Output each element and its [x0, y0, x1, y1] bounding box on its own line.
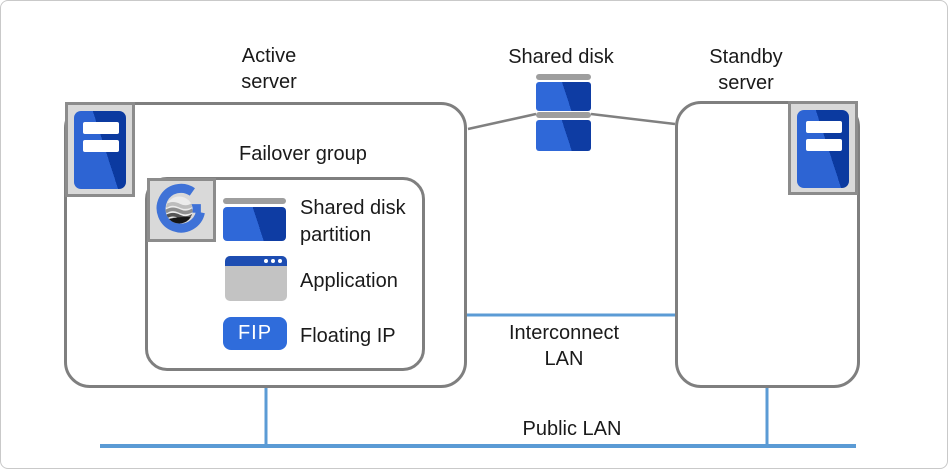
disk-body	[536, 120, 591, 151]
disk-link-left-line	[467, 112, 537, 131]
server-slot-icon	[806, 139, 842, 151]
application-titlebar	[225, 256, 287, 266]
shared-disk-label: Shared disk	[508, 46, 614, 68]
disk-link-right-line	[590, 112, 676, 126]
shared-disk-partition-label: Shared disk partition	[300, 197, 406, 246]
cluster-logo-plate	[147, 178, 216, 242]
public-lan-label: Public LAN	[522, 418, 622, 440]
interconnect-lan-label: Interconnect LAN	[508, 322, 620, 370]
window-dot-icon	[271, 259, 275, 263]
failover-group-label: Failover group	[239, 143, 367, 165]
disk-cap	[536, 74, 591, 80]
server-slot-icon	[83, 140, 119, 152]
server-slot-icon	[806, 121, 842, 133]
active-server-label: Active server	[241, 45, 297, 93]
floating-ip-label: Floating IP	[300, 325, 396, 347]
disk-body	[536, 82, 591, 111]
fip-badge-label: FIP	[237, 322, 273, 344]
disk-unit-icon	[536, 112, 591, 151]
shared-disk-icon	[536, 74, 591, 151]
standby-server-label: Standby server	[709, 46, 783, 94]
application-icon	[225, 256, 287, 301]
server-tower-icon	[797, 110, 849, 188]
server-slot-icon	[83, 122, 119, 134]
disk-cap	[223, 198, 286, 204]
shared-disk-partition-icon	[223, 198, 286, 241]
disk-body	[223, 207, 286, 241]
cluster-logo-icon	[156, 183, 205, 233]
standby-server-icon	[788, 101, 858, 195]
active-server-icon	[65, 102, 135, 197]
window-dot-icon	[278, 259, 282, 263]
server-tower-icon	[74, 111, 126, 189]
application-label: Application	[300, 270, 398, 292]
window-dot-icon	[264, 259, 268, 263]
disk-cap	[536, 112, 591, 118]
disk-unit-icon	[536, 74, 591, 111]
fip-badge: FIP	[223, 317, 287, 350]
